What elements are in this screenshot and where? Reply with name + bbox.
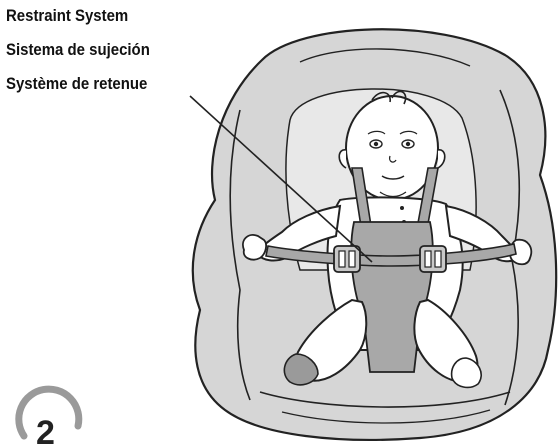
- harness-buckle-right: [420, 246, 446, 272]
- step-number: 2: [36, 414, 55, 445]
- step-number-badge: 2: [19, 389, 79, 445]
- harness-buckle-left: [334, 246, 360, 272]
- baby-hand-left: [243, 235, 266, 260]
